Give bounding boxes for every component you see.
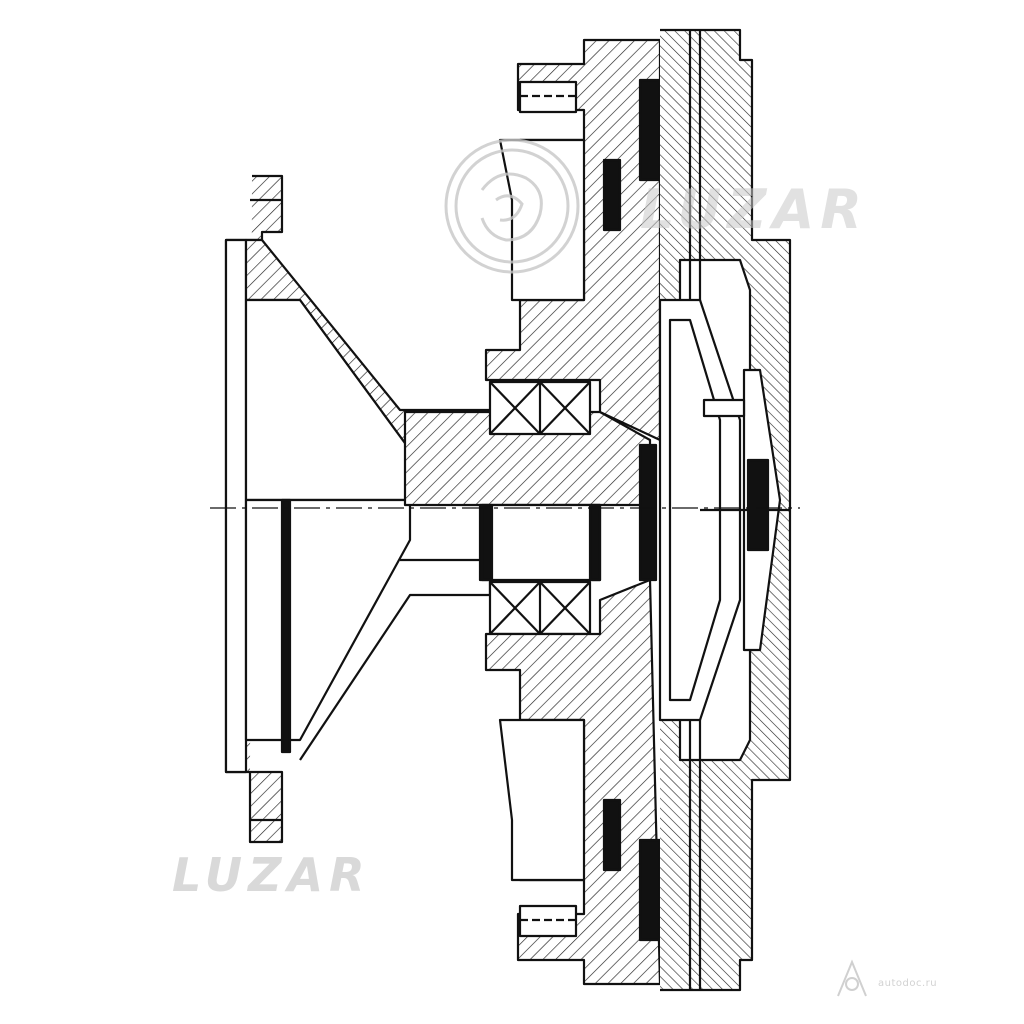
bearing-lower xyxy=(488,580,592,636)
mounting-flange xyxy=(224,174,492,844)
bimetal-valve-assembly xyxy=(638,298,790,722)
brand-emblem-watermark xyxy=(444,138,580,274)
brand-watermark-top: LUZAR xyxy=(640,178,868,241)
drive-shaft xyxy=(403,410,652,582)
brand-watermark-bottom: LUZAR xyxy=(172,848,371,902)
housing-lower xyxy=(484,578,682,986)
bearing-upper xyxy=(488,380,592,436)
corner-watermark: autodoc.ru xyxy=(878,978,938,989)
corner-logo-watermark xyxy=(837,959,867,997)
